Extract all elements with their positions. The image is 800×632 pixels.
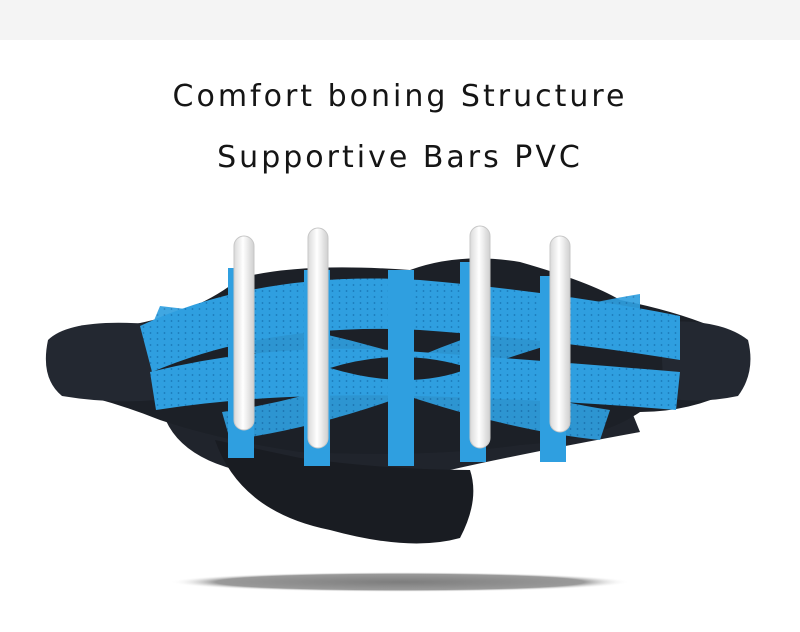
support-bar-1 <box>233 235 255 431</box>
top-band <box>0 0 800 40</box>
support-bar-3 <box>469 225 491 449</box>
headline-line-1: Comfort boning Structure <box>172 79 628 114</box>
headline-line-2: Supportive Bars PVC <box>217 140 583 175</box>
support-bar-2 <box>307 227 329 449</box>
strap-keeper-3 <box>388 270 414 466</box>
floor-shadow <box>170 572 630 592</box>
support-bar-4 <box>549 235 571 433</box>
belt-bottom-flap <box>215 440 474 544</box>
right-velcro-pad <box>660 321 751 401</box>
left-velcro-pad <box>45 322 156 402</box>
